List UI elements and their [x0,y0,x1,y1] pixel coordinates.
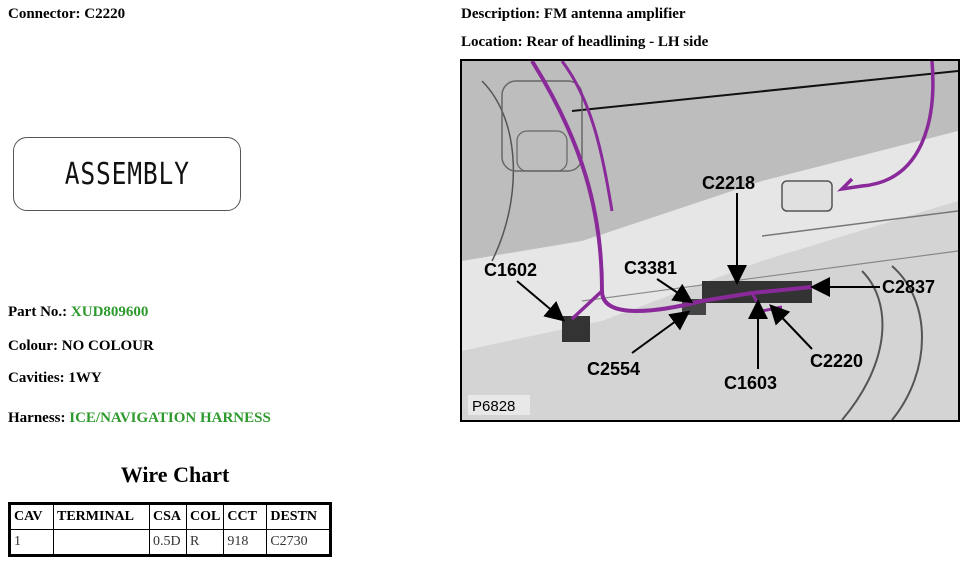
harness-value: ICE/NAVIGATION HARNESS [69,410,271,426]
cavities-field: Cavities: 1WY [8,370,102,387]
callout-c2554: C2554 [587,359,640,379]
harness-field: Harness: ICE/NAVIGATION HARNESS [8,410,271,427]
cavities-value: 1WY [68,370,102,386]
part-number-label: Part No.: [8,304,68,320]
location-figure: C2218 C1602 C3381 C2837 C2554 C2220 C160… [460,59,960,422]
part-number-field: Part No.: XUD809600 [8,304,148,321]
header-terminal: TERMINAL [53,503,150,530]
cell-destn: C2730 [266,529,332,556]
wire-chart-title: Wire Chart [120,462,230,487]
figure-id-label: P6828 [472,398,515,415]
cell-col: R [185,529,225,556]
header-cct: CCT [223,503,268,530]
connector-field: Connector: C2220 [8,6,125,23]
cell-csa: 0.5D [149,529,187,556]
colour-field: Colour: NO COLOUR [8,338,154,355]
location-value: Rear of headlining - LH side [526,34,709,50]
assembly-image: ASSEMBLY [13,137,241,211]
location-label: Location: [461,34,523,50]
location-figure-svg: C2218 C1602 C3381 C2837 C2554 C2220 C160… [462,61,958,420]
colour-label: Colour: [8,338,58,354]
description-value: FM antenna amplifier [543,6,686,22]
wire-chart-header-row: CAV TERMINAL CSA COL CCT DESTN [9,503,332,530]
callout-c2837: C2837 [882,277,935,297]
cavities-label: Cavities: [8,370,65,386]
cell-cav: 1 [9,529,54,556]
header-cav: CAV [9,503,54,530]
cell-terminal [53,529,150,556]
header-destn: DESTN [266,503,332,530]
table-row: 1 0.5D R 918 C2730 [9,529,332,556]
callout-c1602: C1602 [484,260,537,280]
colour-value: NO COLOUR [61,338,154,354]
header-csa: CSA [149,503,187,530]
callout-c3381: C3381 [624,258,677,278]
part-number-value: XUD809600 [70,304,149,320]
callout-c2218: C2218 [702,173,755,193]
description-label: Description: [461,6,541,22]
location-field: Location: Rear of headlining - LH side [461,34,708,51]
callout-c1603: C1603 [724,373,777,393]
description-field: Description: FM antenna amplifier [461,6,686,23]
callout-c2220: C2220 [810,351,863,371]
assembly-text: ASSEMBLY [64,156,190,192]
connector-label: Connector: [8,6,81,22]
connector-value: C2220 [84,6,126,22]
header-col: COL [185,503,225,530]
cell-cct: 918 [223,529,268,556]
harness-label: Harness: [8,410,66,426]
wire-chart-table: CAV TERMINAL CSA COL CCT DESTN 1 0.5D R … [8,502,333,557]
